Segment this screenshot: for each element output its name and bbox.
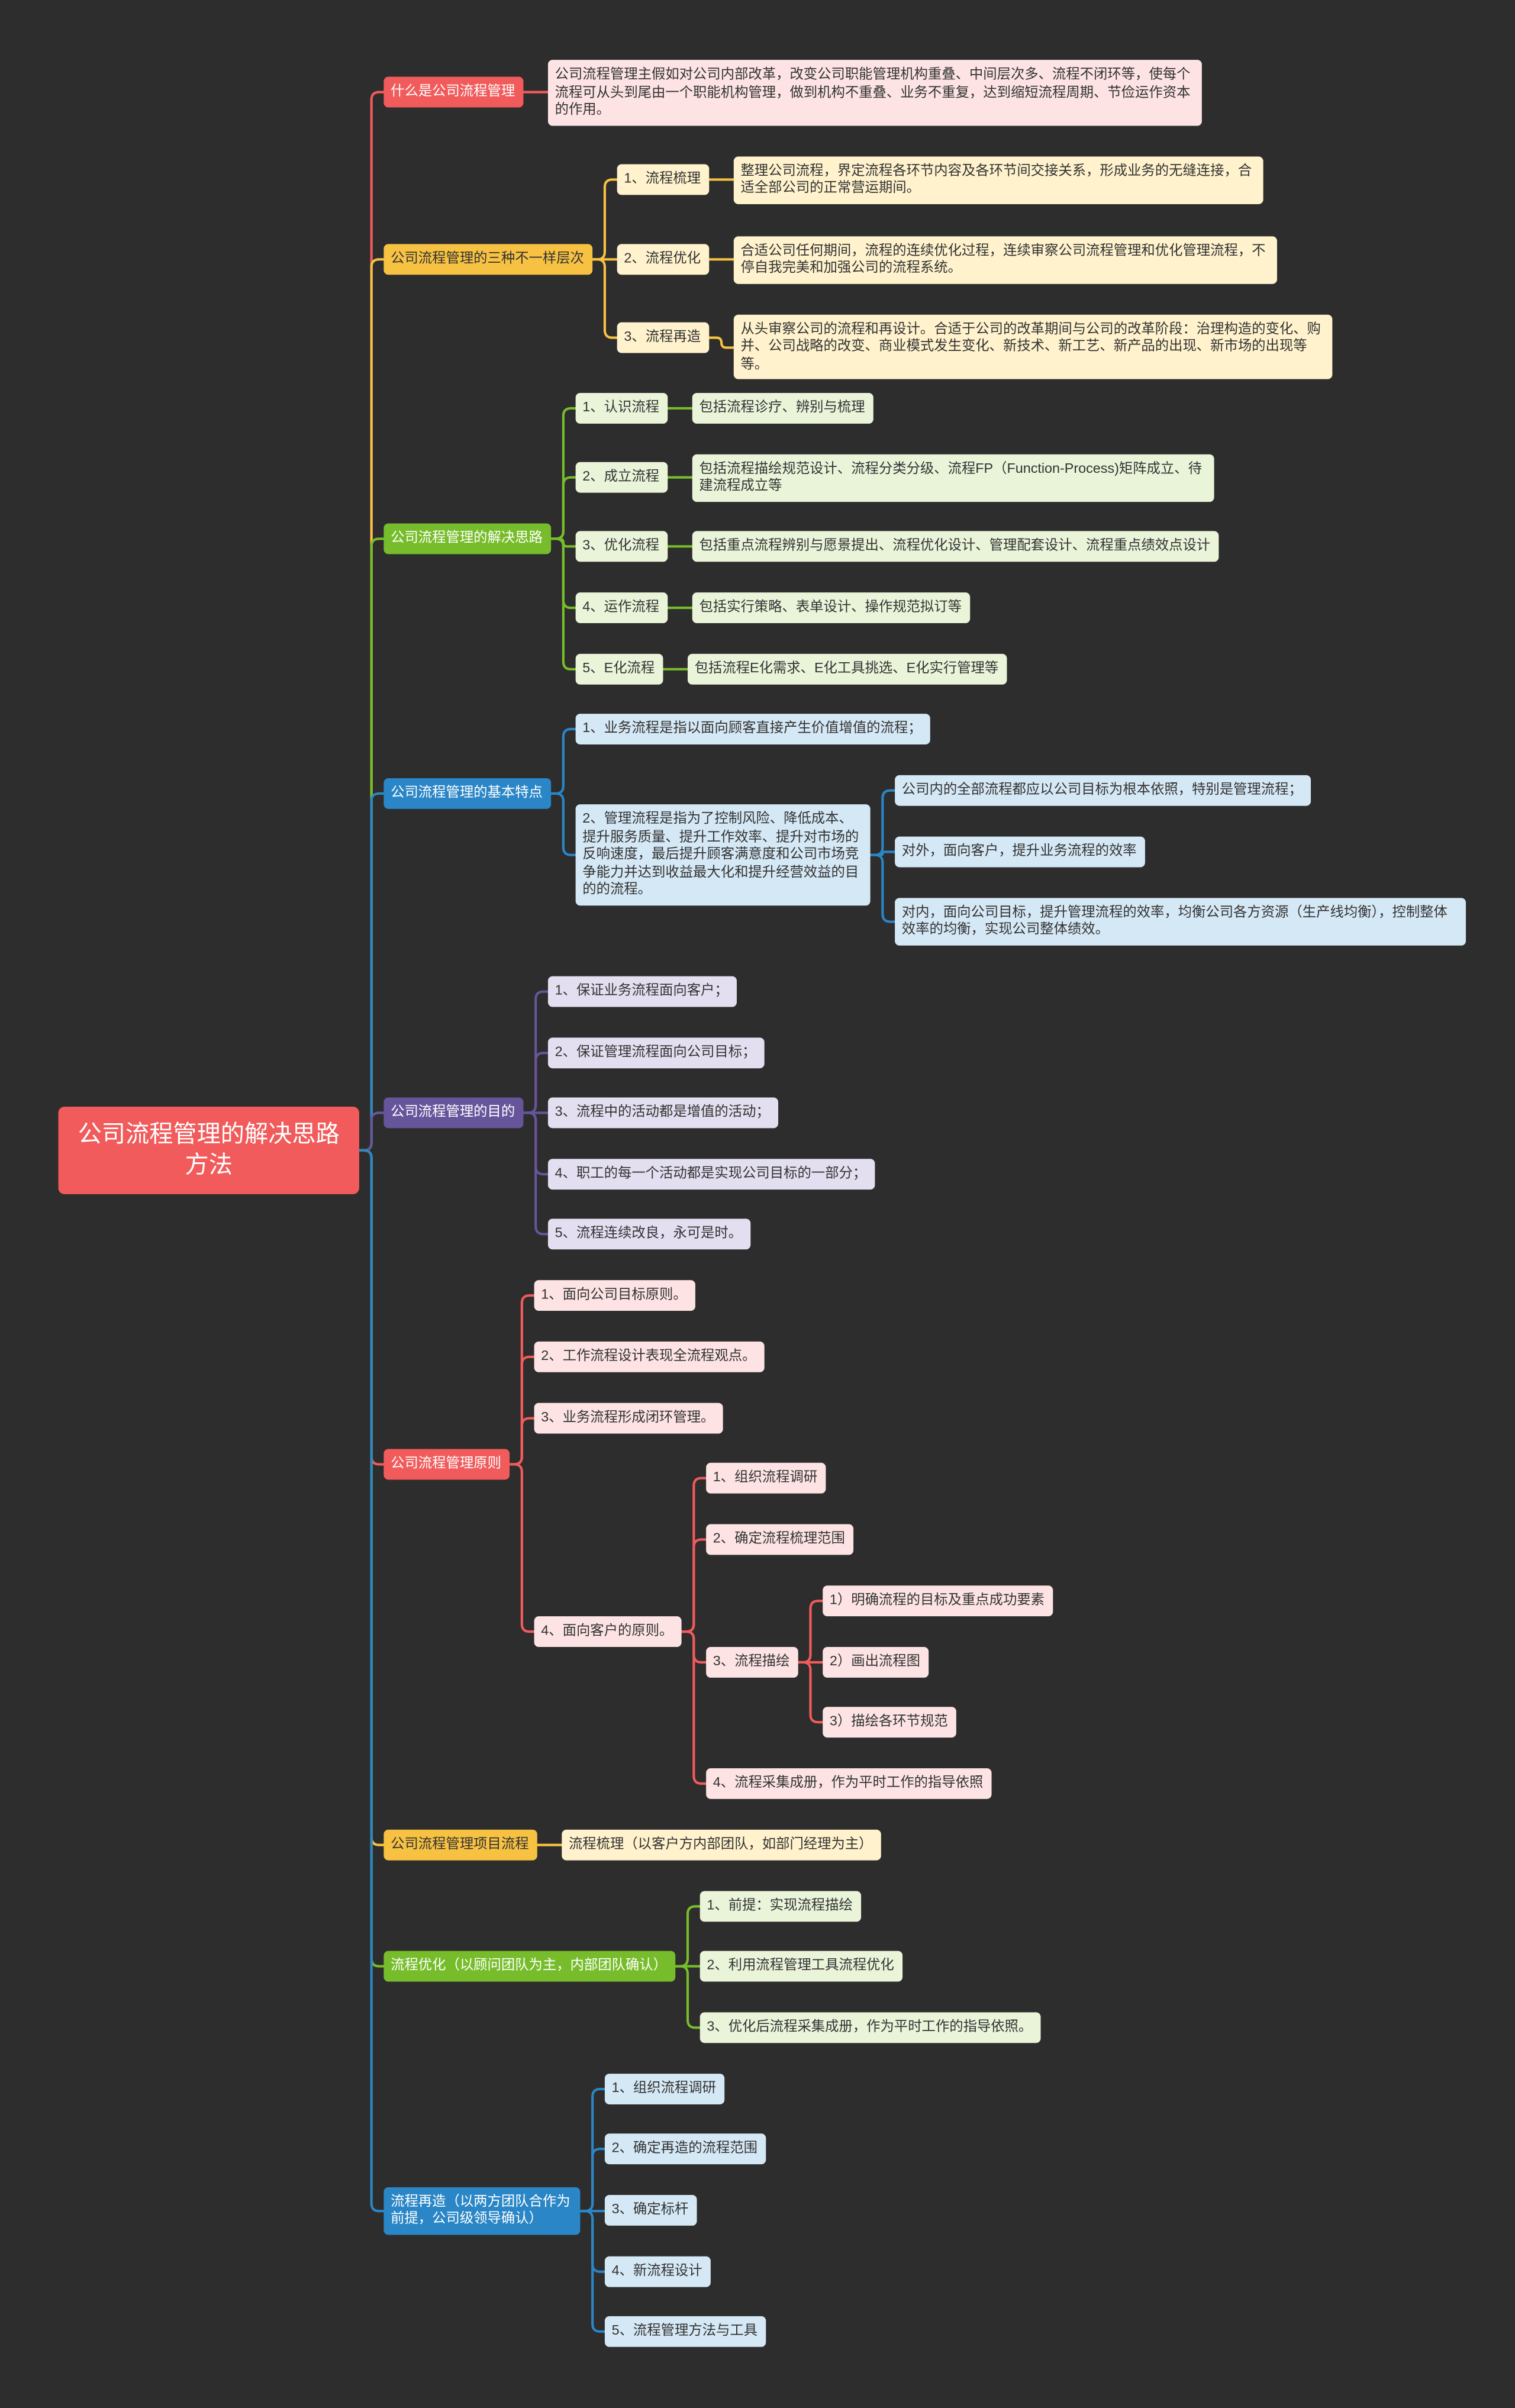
step-establish-process: 2、成立流程 — [575, 462, 668, 492]
connector-line — [522, 1052, 550, 1114]
customer-oriented-step: 4、流程采集成册，作为平时工作的指导依照 — [705, 1768, 991, 1798]
level-process-optimization-note: 合适公司任何期间，流程的连续优化过程，连续审察公司流程管理和优化管理流程，不停自… — [733, 236, 1277, 283]
reengineering-step: 5、流程管理方法与工具 — [604, 2316, 765, 2346]
level-process-reengineering: 3、流程再造 — [616, 322, 709, 353]
step-understand-process: 1、认识流程 — [575, 392, 668, 423]
feature-management-process: 2、管理流程是指为了控制风险、降低成本、提升服务质量、提升工作效率、提升对市场的… — [575, 804, 870, 905]
definition-note: 公司流程管理主假如对公司内部改革，改变公司职能管理机构重叠、中间层次多、流程不闭… — [547, 60, 1201, 125]
topic-three-levels: 公司流程管理的三种不一样层次 — [383, 244, 592, 274]
connector-line — [869, 853, 897, 923]
connector-line — [674, 1905, 701, 1968]
topic-basic-features: 公司流程管理的基本特点 — [383, 778, 550, 808]
feature-external-focus: 对外，面向客户，提升业务流程的效率 — [894, 836, 1145, 867]
connector-line — [869, 850, 897, 856]
objective-item: 1、保证业务流程面向客户； — [547, 976, 736, 1007]
connector-line — [522, 1111, 550, 1236]
optimization-step: 3、优化后流程采集成册，作为平时工作的指导依照。 — [699, 2012, 1040, 2042]
reengineering-step: 3、确定标杆 — [604, 2194, 697, 2225]
step-process-description: 3、流程描绘 — [705, 1647, 798, 1677]
connector-line — [680, 1538, 708, 1633]
connector-line — [680, 1630, 708, 1785]
description-substep: 3）描绘各环节规范 — [821, 1707, 956, 1737]
topic-solution-approach: 公司流程管理的解决思路 — [383, 523, 550, 554]
feature-internal-focus: 对内，面向公司目标，提升管理流程的效率，均衡公司各方资源（生产线均衡），控制整体… — [894, 897, 1465, 945]
objective-item: 5、流程连续改良，永可是时。 — [547, 1218, 750, 1249]
connector-line — [550, 727, 577, 795]
customer-oriented-step: 2、确定流程梳理范围 — [705, 1524, 853, 1555]
step-understand-process-note: 包括流程诊疗、辨别与梳理 — [691, 392, 873, 423]
objective-item: 4、职工的每一个活动都是实现公司目标的一部分； — [547, 1159, 875, 1189]
connector-line — [797, 1600, 824, 1664]
connector-line — [579, 2148, 606, 2213]
step-digitize-process: 5、E化流程 — [575, 653, 663, 684]
principle-customer-oriented: 4、面向客户的原则。 — [533, 1616, 681, 1646]
connector-line — [797, 1661, 824, 1724]
objective-item: 2、保证管理流程面向公司目标； — [547, 1037, 764, 1068]
level-process-sorting-note: 整理公司流程，界定流程各环节内容及各环节间交接关系，形成业务的无缝连接，合适全部… — [733, 156, 1263, 204]
root-topic: 公司流程管理的解决思路方法 — [58, 1107, 359, 1194]
step-digitize-process-note: 包括流程E化需求、E化工具挑选、E化实行管理等 — [686, 653, 1007, 684]
description-substep: 1）明确流程的目标及重点成功要素 — [821, 1585, 1053, 1616]
topic-what-is-process-management: 什么是公司流程管理 — [383, 76, 523, 107]
reengineering-step: 4、新流程设计 — [604, 2256, 710, 2287]
topic-principles: 公司流程管理原则 — [383, 1449, 509, 1479]
connector-line — [550, 792, 577, 856]
feature-goal-basis: 公司内的全部流程都应以公司目标为根本依照，特别是管理流程； — [894, 775, 1310, 805]
connector-line — [708, 336, 735, 349]
step-operate-process-note: 包括实行策略、表单设计、操作规范拟订等 — [691, 592, 969, 623]
optimization-step: 1、前提：实现流程描绘 — [699, 1891, 860, 1922]
connector-line — [550, 537, 577, 670]
principle-item: 3、业务流程形成闭环管理。 — [533, 1403, 723, 1433]
topic-process-reengineering: 流程再造（以两方团队合作为前提，公司级领导确认） — [383, 2186, 580, 2235]
connector-line — [508, 1463, 536, 1633]
connector-line — [869, 789, 897, 856]
connector-line — [674, 1965, 701, 2029]
connector-line — [508, 1417, 536, 1466]
optimization-step: 2、利用流程管理工具流程优化 — [699, 1951, 902, 1981]
objective-item: 3、流程中的活动都是增值的活动； — [547, 1097, 778, 1128]
topic-objectives: 公司流程管理的目的 — [383, 1097, 523, 1128]
connector-line — [579, 2210, 606, 2333]
reengineering-step: 2、确定再造的流程范围 — [604, 2133, 765, 2164]
topic-process-optimization: 流程优化（以顾问团队为主，内部团队确认） — [383, 1951, 675, 1981]
customer-oriented-step: 1、组织流程调研 — [705, 1462, 826, 1493]
connector-line — [357, 1149, 385, 2213]
project-process-note: 流程梳理（以客户方内部团队，如部门经理为主） — [560, 1829, 881, 1860]
connector-line — [591, 258, 618, 339]
description-substep: 2）画出流程图 — [821, 1647, 928, 1677]
level-process-sorting: 1、流程梳理 — [616, 164, 709, 195]
level-process-reengineering-note: 从头审察公司的流程和再设计。合适于公司的改革期间与公司的改革阶段：治理构造的变化… — [733, 314, 1332, 379]
step-establish-process-note: 包括流程描绘规范设计、流程分类分级、流程FP（Function-Process)… — [691, 453, 1214, 501]
connector-line — [357, 792, 385, 1152]
level-process-optimization: 2、流程优化 — [616, 244, 709, 274]
connector-line — [591, 178, 618, 261]
step-optimize-process-note: 包括重点流程辨别与愿景提出、流程优化设计、管理配套设计、流程重点绩效点设计 — [691, 531, 1219, 561]
principle-item: 2、工作流程设计表现全流程观点。 — [533, 1341, 764, 1372]
step-operate-process: 4、运作流程 — [575, 592, 668, 623]
connector-line — [550, 476, 577, 540]
topic-project-process: 公司流程管理项目流程 — [383, 1829, 537, 1860]
principle-item: 1、面向公司目标原则。 — [533, 1280, 695, 1310]
feature-business-process: 1、业务流程是指以面向顾客直接产生价值增值的流程； — [575, 714, 930, 744]
reengineering-step: 1、组织流程调研 — [604, 2074, 724, 2104]
connector-line — [357, 1111, 385, 1152]
step-optimize-process: 3、优化流程 — [575, 531, 668, 561]
